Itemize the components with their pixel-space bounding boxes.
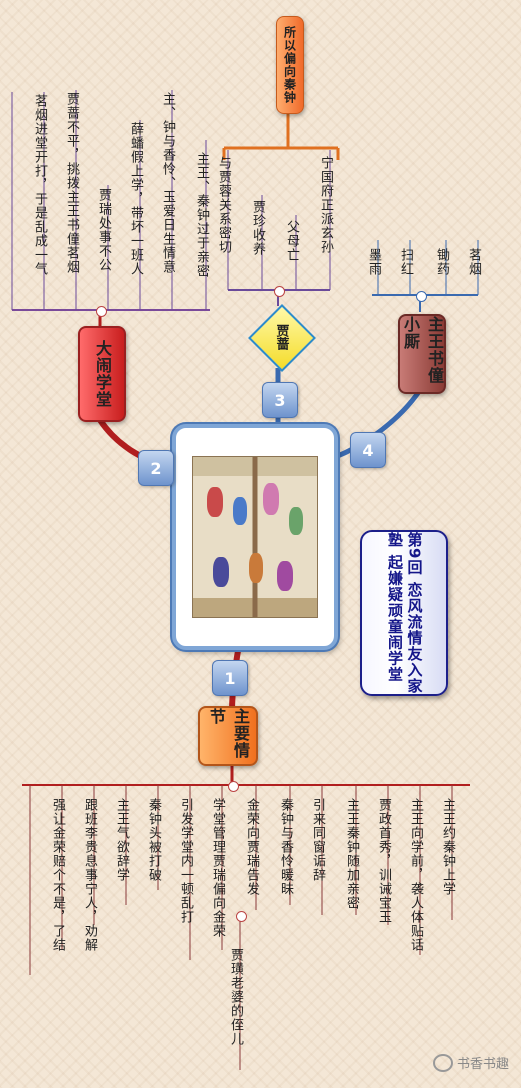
plot-item: 秦钟与香怜暖昧 [278, 798, 293, 896]
jia-qiang-item: 与贾蓉关系密切 [216, 156, 231, 254]
servant-item: 茗烟 [466, 248, 481, 276]
plot-item: 引来同窗诟辞 [310, 798, 325, 882]
note-bias: 所以偏向秦钟 [276, 16, 304, 114]
plot-item: 主王约秦钟上学 [440, 798, 455, 896]
watermark: 书香书趣 [432, 1053, 509, 1072]
riot-item: 贾瑞处事不公 [96, 188, 111, 272]
plot-item: 主王秦钟随加亲密 [344, 798, 359, 910]
plot-item: 贾政首秀，训诫宝玉 [376, 798, 391, 924]
node-circle [96, 306, 107, 317]
servant-item: 墨雨 [366, 248, 381, 276]
topic-school-riot: 大闹学堂 [78, 326, 126, 422]
plot-item: 跟班李贵息事宁人，劝解 [82, 798, 97, 952]
riot-item: 主王、秦钟过于亲密 [194, 152, 209, 278]
node-circle [236, 911, 247, 922]
branch-number-4: 4 [350, 432, 386, 468]
riot-item: 茗烟进堂开打，于是乱成一气 [32, 94, 47, 276]
plot-item: 引发学堂内一顿乱打 [178, 798, 193, 924]
topic-jia-qiang: 贾蔷 [248, 304, 316, 372]
jia-qiang-item: 贾珍收养 [250, 200, 265, 256]
topic-jia-qiang-label: 贾蔷 [273, 324, 289, 350]
wechat-icon [432, 1053, 453, 1072]
plot-item: 主王向学前，袭人体贴话 [408, 798, 423, 952]
riot-item: 贾蔷不平，挑拨主王书僮茗烟 [64, 92, 79, 274]
servant-item: 扫红 [398, 248, 413, 276]
chapter-painting [192, 456, 318, 618]
chapter-title: 第9回 恋风流情友入家塾 起嫌疑顽童闹学堂 [360, 530, 448, 696]
central-image-frame [172, 424, 338, 650]
topic-baoyu-servants: 主王书僮小厮 [398, 314, 446, 394]
branch-number-1: 1 [212, 660, 248, 696]
plot-item: 主王气欲辞学 [114, 798, 129, 882]
node-circle [416, 291, 427, 302]
servant-item: 锄药 [434, 248, 449, 276]
jia-qiang-item: 宁国府正派玄孙 [318, 156, 333, 254]
riot-item: 主、钟与香怜、玉爱日生情意 [160, 92, 175, 274]
node-circle [228, 781, 239, 792]
branch-number-3: 3 [262, 382, 298, 418]
plot-item: 强让金荣赔个不是，了结 [50, 798, 65, 952]
watermark-text: 书香书趣 [456, 1057, 509, 1072]
riot-item: 薛蟠假上学，带坏一班人 [128, 122, 143, 276]
topic-main-plot: 主要情节 [198, 706, 258, 766]
branch-number-2: 2 [138, 450, 174, 486]
node-circle [274, 286, 285, 297]
plot-item: 秦钟头被打破 [146, 798, 161, 882]
plot-item: 金荣向贾瑞告发 [244, 798, 259, 896]
plot-sub-item: 贾璜老婆的侄儿 [228, 948, 243, 1046]
plot-item: 学堂管理贾瑞偏向金荣 [210, 798, 225, 938]
jia-qiang-item: 父母亡 [284, 220, 299, 262]
